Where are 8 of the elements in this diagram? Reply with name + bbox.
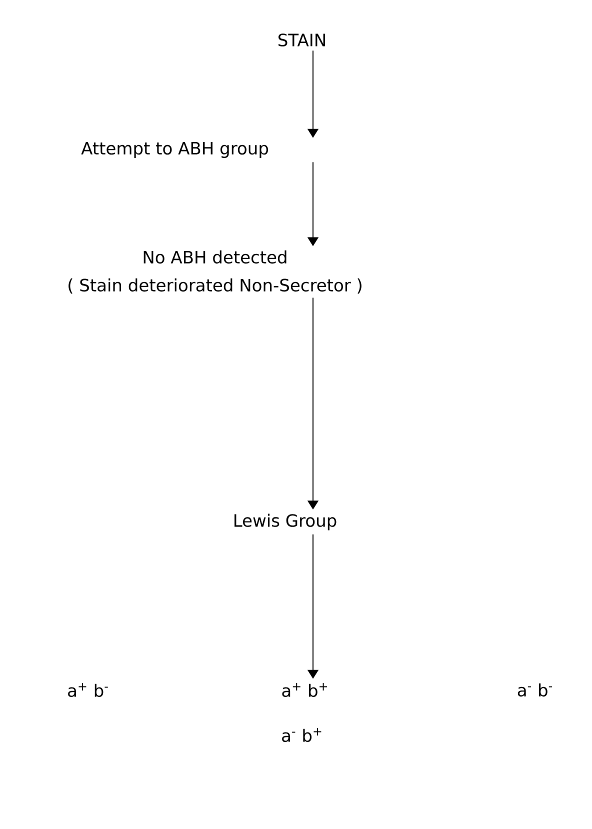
outcome-text: a$^{+}$ b$^{+}$ bbox=[282, 683, 328, 697]
step-text: Attempt to ABH group bbox=[81, 142, 268, 158]
step-text: STAIN bbox=[278, 34, 325, 46]
step-text: Lewis Group bbox=[234, 514, 336, 530]
outcome-text: a$^{-}$ b$^{+}$ bbox=[282, 728, 322, 742]
result-text: No ABH detected ( Stain deteriorated Non-Secretor ) bbox=[68, 250, 362, 294]
outcome-text: a$^{-}$ b$^{-}$ bbox=[518, 683, 552, 697]
outcome-text: a$^{+}$ b$^{-}$ bbox=[68, 683, 108, 697]
